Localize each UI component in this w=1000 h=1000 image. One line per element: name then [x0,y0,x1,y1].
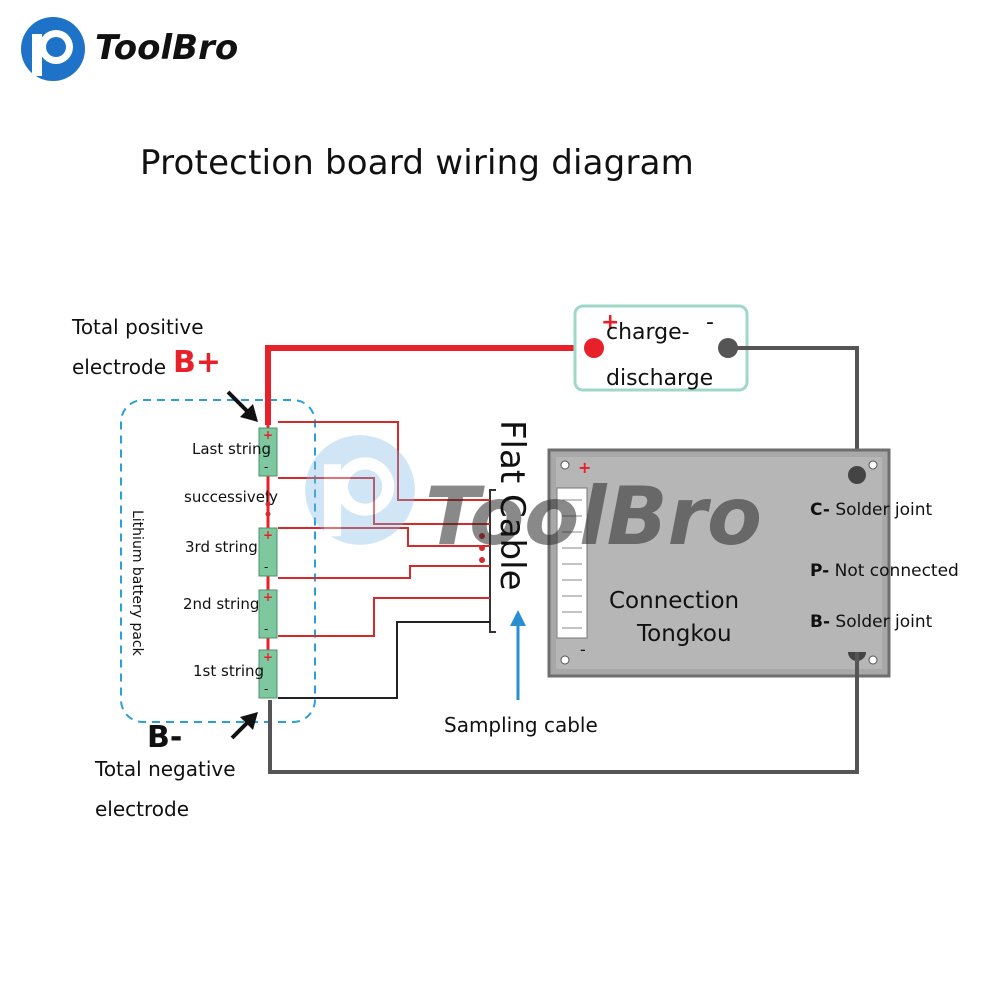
cell-last-plus: + [263,428,274,442]
brand-name: ToolBro [95,28,239,68]
pin-c-code: C- [810,500,830,520]
sampling-arrow [510,610,526,700]
logo-icon [21,17,85,81]
positive-wire [265,345,594,425]
board-label-line2: Tongkou [637,621,732,647]
page-title: Protection board wiring diagram [140,143,695,183]
b-minus-label: B- [147,720,183,755]
watermark-logo-icon [300,430,420,550]
b-plus-arrow [226,390,258,422]
charge-plus-sign: + [601,310,620,335]
cell-label-last: Last string [192,440,272,458]
pin-b-code: B- [810,612,831,632]
negative-wire [268,652,859,774]
charge-positive-terminal [584,338,604,358]
pin-p-desc: Not connected [834,561,959,581]
cell-label-successively: successively [184,488,278,506]
cell-3rd-minus: - [264,560,269,574]
pin-b-desc: Solder joint [835,612,933,632]
charge-discharge-line2: discharge [606,366,714,391]
cell-3rd [258,527,278,577]
pin-c-desc: Solder joint [835,500,933,520]
board-label-line1: Connection [609,588,740,614]
cell-3rd-plus: + [263,528,274,542]
flat-cable-bracket [489,489,496,633]
flat-cable-label: Flat Cable [492,420,532,591]
pin-b-minus: B- Solder joint [810,612,932,632]
total-positive-label-line2: electrode [72,355,167,379]
cell-2nd-minus: - [264,622,269,636]
cell-2nd-plus: + [263,590,274,604]
total-positive-label-line1: Total positive [72,315,204,339]
cell-last-minus: - [264,460,269,474]
total-negative-label-line1: Total negative [95,757,236,781]
total-negative-label-line2: electrode [95,797,190,821]
cell-label-2nd: 2nd string [183,595,260,613]
battery-pack-label: Lithium battery pack [129,510,145,656]
b-minus-arrow [230,712,258,740]
pin-p-minus: P- Not connected [810,561,959,581]
cell-1st-minus: - [264,682,269,696]
battery-pack-border [120,399,316,723]
board-plus-sign: + [578,458,592,477]
cell-1st [258,649,278,699]
brand-logo [18,14,88,84]
charge-negative-wire [728,346,859,472]
board-minus-sign: - [580,640,586,659]
pin-p-code: P- [810,561,830,581]
c-minus-solder-point [848,466,866,484]
cell-last [258,427,278,477]
board-connector [556,487,588,639]
pin-c-minus: C- Solder joint [810,500,932,520]
cell-label-3rd: 3rd string [185,538,258,556]
charge-minus-sign: - [706,310,714,335]
battery-cells [258,427,278,699]
cell-2nd [258,589,278,639]
b-plus-label: B+ [173,345,222,380]
cell-1st-plus: + [263,650,274,664]
sampling-cable-label: Sampling cable [444,713,598,737]
watermark: ToolBro [425,470,762,563]
charge-discharge-line1: charge- [606,320,690,345]
cell-label-1st: 1st string [193,662,265,680]
